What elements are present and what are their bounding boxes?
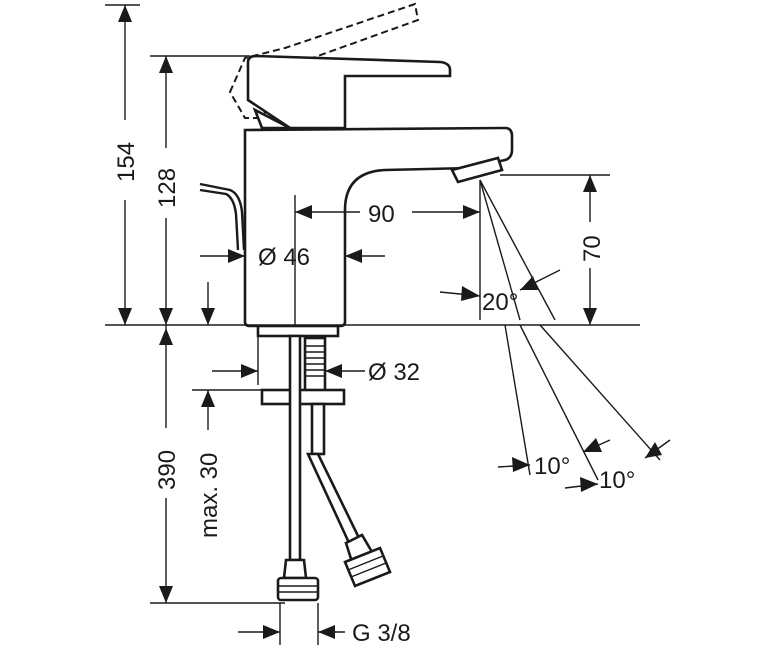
mounting-plate bbox=[260, 388, 346, 406]
dim-70-label: 70 bbox=[579, 235, 606, 262]
dimension-128: 128 bbox=[150, 55, 250, 325]
spray-lines bbox=[479, 179, 661, 481]
dim-angle-10-left-label: 10° bbox=[534, 453, 570, 480]
dim-diameter-32-label: Ø 32 bbox=[368, 359, 420, 386]
stud-lower bbox=[310, 402, 326, 456]
dim-angle-20-label: 20° bbox=[482, 289, 518, 316]
dim-max-30-label: max. 30 bbox=[196, 453, 223, 538]
dimension-70: 70 bbox=[500, 174, 610, 325]
nut-left bbox=[276, 576, 320, 602]
popup-rod bbox=[199, 182, 246, 251]
dimension-154: 154 bbox=[105, 4, 140, 325]
dimension-angle-20: 20° bbox=[439, 269, 561, 316]
dimension-angle-10-right: 10° bbox=[564, 439, 671, 494]
dim-g-3-8-label: G 3/8 bbox=[352, 620, 411, 647]
faucet-main-body bbox=[243, 126, 514, 328]
dimension-max-30: max. 30 bbox=[192, 389, 262, 538]
dim-angle-10-right-label: 10° bbox=[599, 467, 635, 494]
aerator bbox=[450, 156, 504, 184]
dimension-diameter-32: Ø 32 bbox=[212, 336, 420, 386]
faucet-body bbox=[105, 2, 640, 602]
handle-cap bbox=[252, 107, 291, 130]
dimension-angle-10-left: 10° bbox=[497, 438, 611, 480]
dim-90-label: 90 bbox=[368, 201, 395, 228]
dim-diameter-46-label: Ø 46 bbox=[258, 244, 310, 271]
dim-390-label: 390 bbox=[154, 450, 181, 490]
lever-raised-outline bbox=[228, 2, 420, 119]
lever-handle bbox=[246, 54, 452, 130]
dimension-diameter-46: Ø 46 bbox=[200, 244, 385, 271]
dim-128-label: 128 bbox=[154, 168, 181, 208]
deck-arrow bbox=[201, 282, 215, 325]
dimension-90: 90 bbox=[294, 195, 480, 325]
hose-left bbox=[288, 334, 302, 562]
base-ring bbox=[256, 324, 340, 338]
dimension-g-3-8: G 3/8 bbox=[238, 603, 411, 647]
dimension-390: 390 bbox=[150, 325, 285, 604]
hose-right bbox=[305, 452, 362, 547]
dim-154-label: 154 bbox=[113, 142, 140, 182]
